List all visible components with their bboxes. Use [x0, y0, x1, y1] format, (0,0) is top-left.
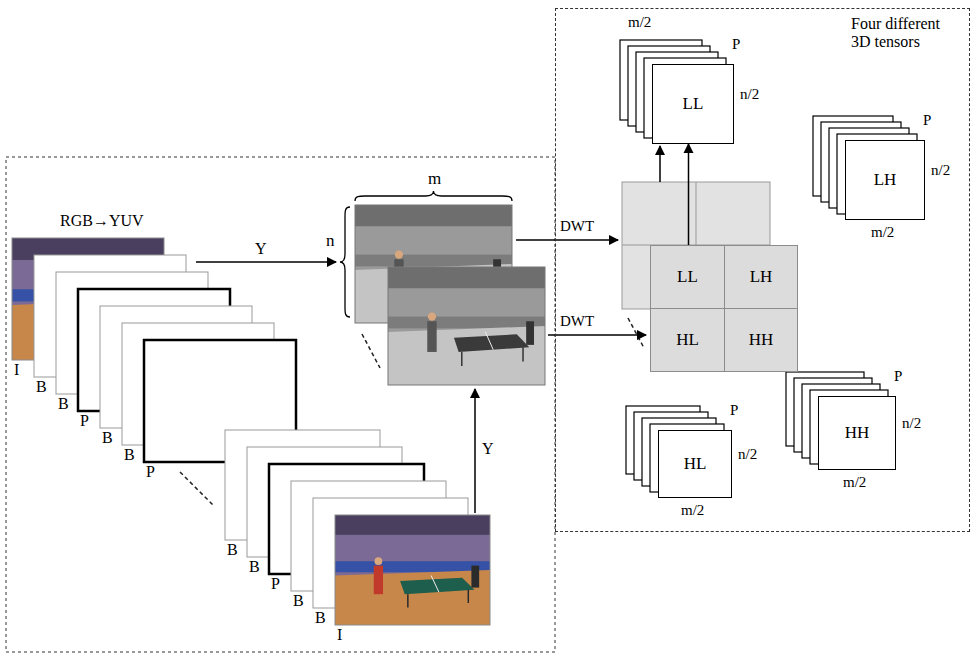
ll-arrow: [659, 146, 661, 182]
banner: [335, 561, 490, 572]
frame-type: P: [146, 463, 155, 481]
subband-label: HH: [845, 424, 870, 443]
frame-type: P: [80, 412, 89, 430]
frame-type: B: [102, 429, 113, 447]
wall: [335, 515, 490, 625]
wall: [388, 267, 545, 385]
player: [374, 566, 383, 595]
dimension-label: n/2: [738, 446, 757, 463]
ellipsis-line: [628, 318, 644, 348]
y-arrow: [474, 389, 476, 513]
frame-type: I: [337, 626, 342, 644]
dwt-arrow: [548, 334, 646, 336]
tensor-slice-front: HH: [818, 396, 896, 470]
table-leg: [468, 590, 470, 603]
subband-label: LL: [683, 95, 704, 114]
subband-label: LH: [874, 171, 897, 190]
table-leg: [407, 594, 409, 607]
player: [427, 321, 436, 352]
net: [431, 576, 439, 593]
frame-type: B: [58, 395, 69, 413]
tensor-region: Four different 3D tensorsLL LH LL LH HL HH HL H…: [555, 8, 970, 532]
ceiling: [335, 515, 490, 535]
table: [454, 334, 529, 352]
tensor-slice-front: LL: [652, 64, 734, 144]
player-head: [395, 250, 403, 258]
y-arrow: [196, 261, 336, 263]
frame-type: B: [36, 378, 47, 396]
ellipsis-line: [362, 334, 380, 368]
ceiling: [355, 205, 512, 226]
dimension-label: n/2: [931, 162, 950, 179]
dimension-label: P: [894, 368, 902, 385]
floor: [335, 570, 490, 625]
subband-arrow: [688, 144, 690, 245]
channel-label: Y: [482, 440, 494, 458]
region-title: Four different 3D tensors: [851, 15, 959, 50]
video-frame-gray: [388, 267, 545, 385]
height-brace: [340, 207, 350, 317]
dimension-label: n/2: [740, 86, 759, 103]
video-frame-color: [335, 515, 490, 625]
tensor-slice-front: LH: [845, 140, 925, 220]
player: [471, 566, 479, 588]
width-brace: [355, 191, 512, 201]
frame-type: P: [271, 575, 280, 593]
dimension-label: n/2: [902, 415, 921, 432]
ellipsis-line: [180, 472, 214, 506]
frame-type: B: [315, 609, 326, 627]
player-head: [428, 312, 436, 320]
dimension-label: n: [326, 232, 335, 251]
dimension-label: P: [923, 112, 931, 129]
frame-type: B: [293, 592, 304, 610]
subband-label: LH: [750, 268, 773, 287]
floor: [388, 326, 545, 385]
dimension-label: m/2: [871, 224, 894, 241]
subband-label: HH: [749, 331, 774, 350]
channel-label: Y: [255, 240, 267, 258]
subband-cell: HL: [650, 308, 725, 372]
frame-border: [388, 267, 545, 385]
player-head: [375, 557, 383, 565]
subband-label: LL: [677, 268, 698, 287]
conversion-label: RGB→YUV: [60, 212, 144, 230]
subband-cell: HH: [724, 308, 798, 372]
transform-label: DWT: [560, 313, 594, 330]
frame-type: I: [14, 361, 19, 379]
subband-label: HL: [676, 331, 699, 350]
dimension-label: m/2: [628, 14, 651, 31]
subband-cell: LH: [724, 245, 798, 309]
dimension-label: P: [732, 36, 740, 53]
dashed-region: [6, 157, 555, 652]
subband-cell: LL: [650, 245, 725, 309]
dimension-label: m: [428, 170, 441, 189]
table-leg: [461, 352, 463, 366]
player: [526, 321, 534, 345]
frame-border: [335, 515, 490, 625]
ceiling: [388, 267, 545, 288]
table: [400, 578, 474, 595]
frame-type: B: [227, 541, 238, 559]
net: [485, 332, 493, 350]
frame-type: B: [249, 558, 260, 576]
dimension-label: m/2: [843, 474, 866, 491]
dimension-label: P: [730, 402, 738, 419]
tensor-slice-front: HL: [658, 430, 732, 498]
transform-label: DWT: [560, 218, 594, 235]
banner: [355, 255, 512, 267]
subband-label: HL: [684, 455, 707, 474]
frame-type: B: [124, 446, 135, 464]
dwt-arrow: [516, 239, 618, 241]
banner: [388, 317, 545, 329]
dimension-label: m/2: [681, 502, 704, 519]
table-leg: [522, 347, 524, 361]
